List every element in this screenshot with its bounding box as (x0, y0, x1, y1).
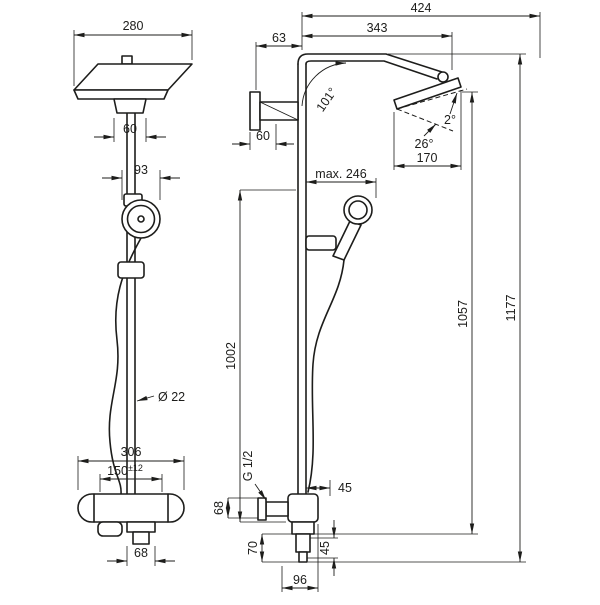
rail-slider-front (117, 261, 145, 279)
dim-head-height-label: 1057 (456, 300, 470, 328)
dim-connection-width-label: 96 (293, 573, 307, 587)
dim-bracket-depth-label: 60 (256, 129, 270, 143)
dim-outlet-width-label: 68 (134, 546, 148, 560)
overhead-shower-front (73, 55, 193, 114)
dim-rail-height: 1002 (224, 189, 296, 523)
main-pipe-side (297, 63, 307, 495)
dim-body-width: 306 (77, 445, 185, 490)
dim-arm-angle-label: 101° (314, 85, 340, 114)
dim-outlet-offset: 45 (307, 520, 338, 576)
dim-arm-projection: 343 (302, 21, 453, 70)
dim-handshower-width: 93 (102, 163, 180, 200)
dim-thread-size: G 1/2 (241, 451, 267, 501)
hand-shower-side (332, 195, 373, 261)
dim-handshower-width-label: 93 (134, 163, 148, 177)
dim-valve-distance: 150±12 (99, 463, 163, 492)
overhead-shower-side (393, 77, 468, 132)
dim-outlet-drop: 70 (246, 533, 299, 563)
dim-pipe-diameter: Ø 22 (136, 390, 185, 404)
side-view: 424 343 63 60 101° (212, 1, 541, 592)
wall-bracket-side (249, 91, 299, 131)
dim-head-width-label: 280 (123, 19, 144, 33)
dim-arm-angle: 101° (301, 61, 347, 114)
dim-total-height-label: 1177 (504, 295, 518, 322)
handshower-holder-side (305, 235, 337, 251)
dim-rail-height-label: 1002 (224, 342, 238, 370)
shower-hose-front (108, 237, 142, 495)
dim-max-reach: max. 246 (306, 167, 377, 198)
dim-pipe-offset: 63 (255, 31, 302, 90)
dim-connection-height-label: 68 (212, 501, 226, 515)
dim-bracket-depth: 60 (232, 124, 294, 150)
dim-outlet-offset-label: 45 (318, 541, 332, 555)
dim-valve-distance-label: 150±12 (107, 463, 143, 478)
dim-connection-height: 68 (212, 497, 258, 519)
dim-max-reach-label: max. 246 (315, 167, 366, 181)
dim-arm-projection-label: 343 (367, 21, 388, 35)
dim-head-tilt: 26° (415, 123, 437, 151)
ball-joint-side (437, 71, 449, 83)
dim-outlet-width: 68 (107, 546, 175, 566)
bottom-connection-side (257, 493, 319, 563)
shower-rail-front (126, 112, 136, 495)
dim-body-width-label: 306 (121, 445, 142, 459)
dim-connector-width: 60 (94, 118, 166, 142)
dim-outlet-drop-label: 70 (246, 541, 260, 555)
dim-connector-width-label: 60 (123, 122, 137, 136)
dim-head-height: 1057 (314, 91, 478, 535)
dim-head-width: 280 (73, 19, 193, 86)
dim-holder-offset: 45 (306, 480, 352, 496)
dim-thread-size-label: G 1/2 (241, 451, 255, 482)
dim-total-height: 1177 (308, 53, 526, 563)
shower-hose-side (307, 259, 345, 493)
hand-shower-front (121, 193, 161, 239)
shower-arm-side (297, 53, 443, 80)
dim-total-projection-label: 424 (411, 1, 432, 15)
dim-head-tilt-label: 26° (415, 137, 434, 151)
dim-holder-offset-label: 45 (338, 481, 352, 495)
dim-head-depth-label: 170 (417, 151, 438, 165)
dim-head-tilt-fine: 2° (444, 92, 458, 127)
thermostat-front (77, 493, 185, 545)
dim-connection-width: 96 (281, 524, 319, 592)
dim-pipe-offset-label: 63 (272, 31, 286, 45)
dim-pipe-diameter-label: Ø 22 (158, 390, 185, 404)
dim-head-tilt-fine-label: 2° (444, 113, 456, 127)
dim-total-projection: 424 (301, 1, 541, 58)
front-view: 280 60 93 Ø 22 (73, 19, 193, 566)
dim-head-depth: 170 (393, 90, 462, 170)
